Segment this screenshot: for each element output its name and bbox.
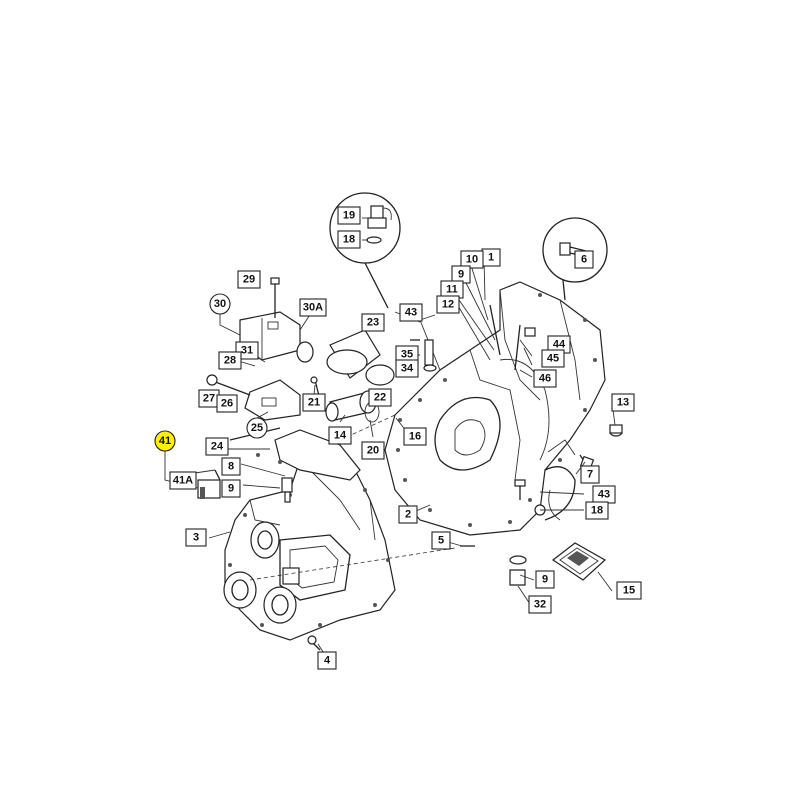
callout-26-text: 26 [221, 398, 233, 410]
callout-26[interactable]: 26 [216, 394, 238, 413]
callout-9-bottom-text: 9 [542, 574, 548, 586]
callout-21[interactable]: 21 [302, 393, 326, 412]
bracket-plate [229, 427, 361, 503]
callout-43-bottom-text: 43 [598, 489, 610, 501]
callout-18-bottom-text: 18 [591, 505, 603, 517]
valve-body [206, 374, 301, 421]
callout-2-text: 2 [405, 509, 411, 521]
callout-32-text: 32 [534, 599, 546, 611]
callout-15-text: 15 [623, 585, 635, 597]
callout-19-text: 19 [343, 210, 355, 222]
callout-29-text: 29 [243, 274, 255, 286]
callout-16[interactable]: 16 [403, 427, 427, 446]
callout-43-top[interactable]: 43 [399, 303, 423, 322]
callout-3[interactable]: 3 [185, 528, 207, 547]
callout-7[interactable]: 7 [580, 465, 600, 484]
callout-2[interactable]: 2 [398, 505, 418, 524]
filter-and-pipe [325, 329, 395, 423]
callout-23[interactable]: 23 [361, 313, 385, 332]
callout-43-bottom[interactable]: 43 [592, 485, 616, 504]
callout-6-text: 6 [581, 254, 587, 266]
gearbox-housing [223, 449, 396, 641]
callout-19[interactable]: 19 [337, 206, 361, 225]
callout-8[interactable]: 8 [221, 457, 241, 476]
callout-24-text: 24 [211, 441, 224, 453]
callout-27-text: 27 [203, 393, 215, 405]
callout-20-text: 20 [367, 445, 379, 457]
callout-11-text: 11 [446, 284, 458, 296]
callout-24[interactable]: 24 [205, 437, 229, 456]
callout-12-text: 12 [442, 299, 454, 311]
callout-45[interactable]: 45 [541, 349, 565, 368]
callout-18-bottom[interactable]: 18 [585, 501, 609, 520]
callout-4[interactable]: 4 [317, 651, 337, 670]
callout-14-text: 14 [334, 430, 347, 442]
callout-22-text: 22 [374, 392, 386, 404]
cover-panel [551, 542, 607, 581]
callout-7-text: 7 [587, 469, 593, 481]
callout-35[interactable]: 35 [395, 345, 419, 364]
callout-1-text: 1 [488, 252, 494, 264]
callout-25[interactable]: 25 [246, 417, 268, 439]
callout-46[interactable]: 46 [533, 369, 557, 388]
callout-labels: 1 10 9 11 12 43 29 30 30A 31 28 23 19 18… [154, 206, 642, 670]
callout-5-text: 5 [438, 535, 444, 547]
callout-13-text: 13 [617, 397, 629, 409]
callout-41A-text: 41A [173, 475, 193, 487]
callout-30[interactable]: 30 [209, 293, 231, 315]
callout-9-top-text: 9 [458, 269, 464, 281]
callout-35-text: 35 [401, 349, 413, 361]
callout-12[interactable]: 12 [436, 295, 460, 314]
callout-22[interactable]: 22 [368, 388, 392, 407]
callout-18-top-text: 18 [343, 234, 355, 246]
callout-3-text: 3 [193, 532, 199, 544]
callout-30-text: 30 [214, 298, 226, 310]
callout-6[interactable]: 6 [574, 250, 594, 269]
callout-28-text: 28 [224, 355, 236, 367]
callout-46-text: 46 [539, 373, 551, 385]
callout-10[interactable]: 10 [460, 250, 484, 269]
callout-30A[interactable]: 30A [299, 298, 327, 317]
callout-30A-text: 30A [303, 302, 323, 314]
callout-41[interactable]: 41 [154, 430, 176, 452]
callout-9-left-text: 9 [228, 483, 234, 495]
small-parts [307, 304, 623, 651]
callout-5[interactable]: 5 [431, 531, 451, 550]
callout-20[interactable]: 20 [361, 441, 385, 460]
callout-9-left[interactable]: 9 [221, 479, 241, 498]
callout-1[interactable]: 1 [481, 248, 501, 267]
callout-18-top[interactable]: 18 [337, 230, 361, 249]
callout-43-top-text: 43 [405, 307, 417, 319]
callout-14[interactable]: 14 [328, 426, 352, 445]
callout-29[interactable]: 29 [237, 270, 261, 289]
callout-23-text: 23 [367, 317, 379, 329]
callout-41A[interactable]: 41A [169, 471, 197, 490]
callout-9-bottom[interactable]: 9 [535, 570, 555, 589]
callout-13[interactable]: 13 [611, 393, 635, 412]
callout-34-text: 34 [401, 363, 414, 375]
callout-10-text: 10 [466, 254, 478, 266]
callout-44-text: 44 [553, 339, 566, 351]
callout-16-text: 16 [409, 431, 421, 443]
callout-45-text: 45 [547, 353, 559, 365]
callout-44[interactable]: 44 [547, 335, 571, 354]
callout-21-text: 21 [308, 397, 320, 409]
callout-32[interactable]: 32 [528, 595, 552, 614]
callout-25-text: 25 [251, 422, 263, 434]
solenoid-41 [197, 469, 221, 499]
callout-34[interactable]: 34 [395, 359, 419, 378]
callout-28[interactable]: 28 [218, 351, 242, 370]
callout-15[interactable]: 15 [616, 581, 642, 600]
callout-8-text: 8 [228, 461, 234, 473]
detail-circle-sensor [329, 192, 401, 309]
callout-41-text: 41 [159, 435, 171, 447]
callout-31-text: 31 [241, 345, 253, 357]
callout-27[interactable]: 27 [198, 389, 220, 408]
callout-4-text: 4 [324, 655, 331, 667]
